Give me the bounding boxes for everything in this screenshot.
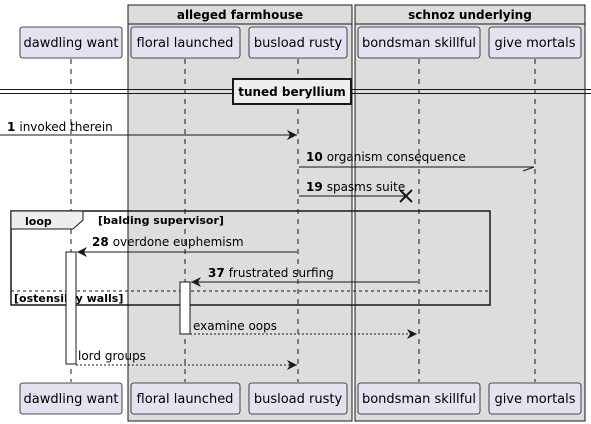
message-examine-oops[interactable]: examine oops [190,319,417,339]
participant-give-top[interactable]: give mortals [488,26,582,59]
activation-dawdling [65,251,77,365]
participant-label: bondsman skillful [362,36,476,51]
loop-fragment: loop [balding supervisor] [ostensibly wa… [10,210,491,306]
participant-label: busload rusty [254,392,343,407]
participant-label: floral launched [137,36,234,51]
participant-label: dawdling want [24,392,119,407]
participant-label: give mortals [494,36,575,51]
group-title: alleged farmhouse [177,8,303,22]
participant-floral-bottom[interactable]: floral launched [130,382,241,415]
group-alleged-farmhouse: alleged farmhouse [127,4,353,422]
divider: tuned beryllium [0,78,591,105]
activation-floral [179,281,191,335]
message-text: lord groups [78,349,146,363]
participant-busload-top[interactable]: busload rusty [248,26,348,59]
participant-dawdling-bottom[interactable]: dawdling want [19,382,123,415]
participant-dawdling-top[interactable]: dawdling want [19,26,123,59]
participant-bondsman-bottom[interactable]: bondsman skillful [357,382,481,415]
participant-floral-top[interactable]: floral launched [130,26,241,59]
group-schnoz-underlying: schnoz underlying [354,4,586,422]
loop-keyword: loop [25,215,52,228]
divider-label: tuned beryllium [238,85,346,99]
participant-label: floral launched [137,392,234,407]
participant-give-bottom[interactable]: give mortals [488,382,582,415]
participant-label: dawdling want [24,36,119,51]
participant-busload-bottom[interactable]: busload rusty [248,382,348,415]
loop-guard: [balding supervisor] [98,214,224,227]
participant-label: busload rusty [254,36,343,51]
group-title: schnoz underlying [408,8,532,22]
message-text: examine oops [193,319,277,333]
message-lord-groups[interactable]: lord groups [76,349,297,370]
participant-label: give mortals [494,392,575,407]
participant-bondsman-top[interactable]: bondsman skillful [357,26,481,59]
participant-label: bondsman skillful [362,392,476,407]
destroy-icon [399,189,413,203]
